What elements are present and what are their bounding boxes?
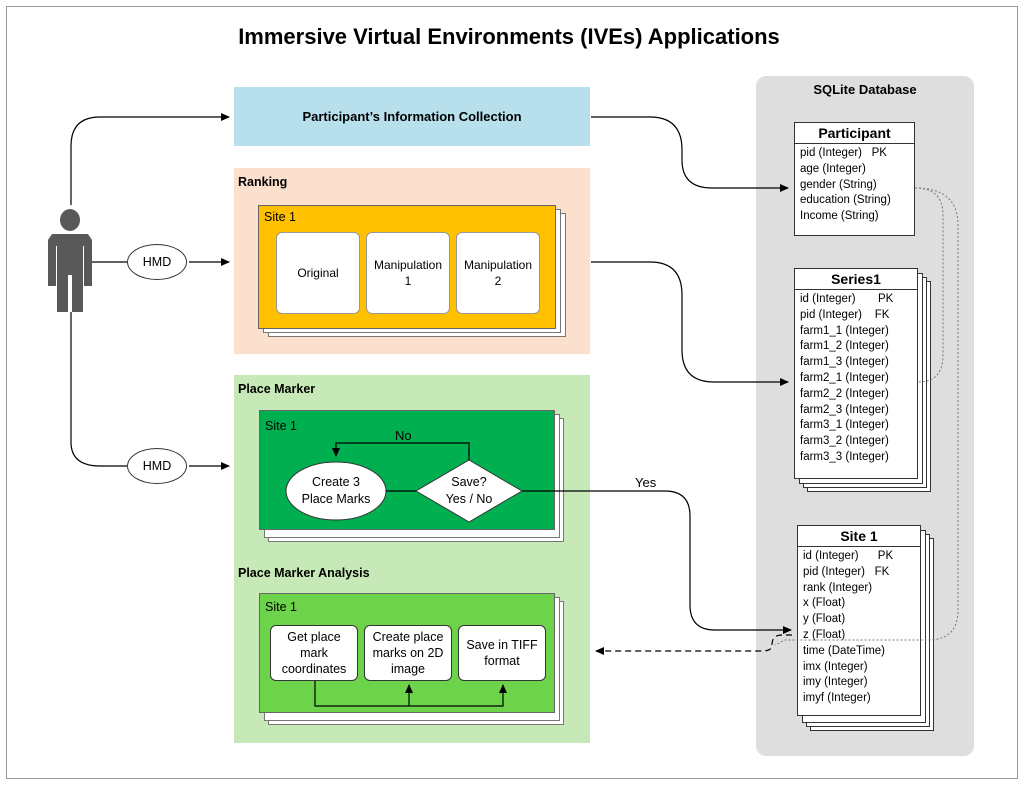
table-field: farm1_3 (Integer) bbox=[800, 356, 889, 369]
diagram-frame bbox=[6, 6, 1018, 779]
place-marker-site-label: Site 1 bbox=[265, 419, 297, 433]
hmd-node-1: HMD bbox=[127, 244, 187, 280]
table-field: farm2_1 (Integer) bbox=[800, 371, 889, 384]
analysis-step-save-tiff: Save in TIFF format bbox=[458, 625, 546, 681]
ranking-option-manipulation-2: Manipulation 2 bbox=[456, 232, 540, 314]
hmd-node-2: HMD bbox=[127, 448, 187, 484]
table-field: id (Integer) PK bbox=[800, 293, 894, 305]
table-field: y (Float) bbox=[803, 613, 846, 626]
connector-no-loop bbox=[332, 442, 470, 460]
table-field: rank (Integer) bbox=[803, 581, 873, 594]
connector-info-to-participant bbox=[591, 116, 789, 192]
connector-ranking-to-series1 bbox=[591, 261, 789, 386]
table-field: gender (String) bbox=[800, 178, 877, 191]
participant-info-panel: Participant’s Information Collection bbox=[234, 87, 590, 146]
ranking-label: Ranking bbox=[238, 175, 288, 189]
diagram-title: Immersive Virtual Environments (IVEs) Ap… bbox=[238, 24, 780, 49]
connector-person-to-hmd2 bbox=[70, 312, 127, 467]
analysis-step-create-marks: Create place marks on 2D image bbox=[364, 625, 452, 681]
table-field: x (Float) bbox=[803, 597, 846, 610]
table-field: pid (Integer) FK bbox=[803, 565, 890, 578]
table-field: farm3_2 (Integer) bbox=[800, 435, 889, 448]
series1-table: Series1 id (Integer) PK pid (Integer) FK… bbox=[794, 268, 918, 479]
participant-info-label: Participant’s Information Collection bbox=[302, 109, 522, 124]
participant-table: Participant pid (Integer) PK age (Intege… bbox=[794, 122, 915, 236]
table-field: id (Integer) PK bbox=[803, 550, 894, 562]
create-place-marks-text: Create 3 Place Marks bbox=[301, 475, 371, 506]
place-marker-label: Place Marker bbox=[238, 382, 316, 396]
site1-table: Site 1 id (Integer) PK pid (Integer) FK … bbox=[797, 525, 921, 716]
table-field: imyf (Integer) bbox=[803, 692, 871, 705]
table-field: Income (String) bbox=[800, 210, 879, 223]
table-field: imx (Integer) bbox=[803, 660, 868, 673]
ranking-option-manipulation-1: Manipulation 1 bbox=[366, 232, 450, 314]
connector-site1-to-analysis bbox=[595, 634, 792, 655]
analysis-step-coordinates: Get place mark coordinates bbox=[270, 625, 358, 681]
yes-label: Yes bbox=[635, 475, 657, 490]
relationship-participant-site1 bbox=[774, 187, 959, 646]
analysis-label: Place Marker Analysis bbox=[238, 566, 370, 580]
table-field: pid (Integer) FK bbox=[800, 308, 890, 321]
save-decision-text: Save? Yes / No bbox=[445, 475, 493, 506]
connector-person-to-info bbox=[70, 113, 230, 205]
site1-table-fields: id (Integer) PK pid (Integer) FK rank (I… bbox=[798, 547, 920, 707]
table-field: farm3_3 (Integer) bbox=[800, 450, 889, 463]
no-label: No bbox=[395, 428, 412, 443]
table-field: farm2_3 (Integer) bbox=[800, 403, 889, 416]
table-field: age (Integer) bbox=[800, 162, 866, 175]
table-field: farm2_2 (Integer) bbox=[800, 387, 889, 400]
series1-table-name: Series1 bbox=[795, 269, 917, 290]
table-field: pid (Integer) PK bbox=[800, 147, 887, 159]
ranking-site-card: Site 1 Original Manipulation 1 Manipulat… bbox=[258, 205, 556, 329]
table-field: farm1_2 (Integer) bbox=[800, 340, 889, 353]
database-title: SQLite Database bbox=[813, 82, 917, 97]
series1-table-fields: id (Integer) PK pid (Integer) FK farm1_1… bbox=[795, 290, 917, 466]
table-field: imy (Integer) bbox=[803, 676, 868, 689]
table-field: education (String) bbox=[800, 194, 891, 207]
participant-table-fields: pid (Integer) PK age (Integer) gender (S… bbox=[795, 144, 914, 225]
ranking-site-label: Site 1 bbox=[264, 210, 296, 224]
analysis-site-card: Site 1 Get place mark coordinates Create… bbox=[259, 593, 555, 713]
table-field: time (DateTime) bbox=[803, 644, 885, 657]
relationship-participant-series1 bbox=[914, 187, 944, 383]
connector-yes-to-site1 bbox=[520, 490, 792, 634]
save-decision-node bbox=[415, 459, 523, 523]
table-field: farm3_1 (Integer) bbox=[800, 419, 889, 432]
person-icon bbox=[48, 209, 92, 312]
table-field: z (Float) bbox=[803, 628, 846, 641]
participant-table-name: Participant bbox=[795, 123, 914, 144]
analysis-site-label: Site 1 bbox=[265, 600, 297, 614]
site1-table-name: Site 1 bbox=[798, 526, 920, 547]
ranking-option-original: Original bbox=[276, 232, 360, 314]
table-field: farm1_1 (Integer) bbox=[800, 324, 889, 337]
